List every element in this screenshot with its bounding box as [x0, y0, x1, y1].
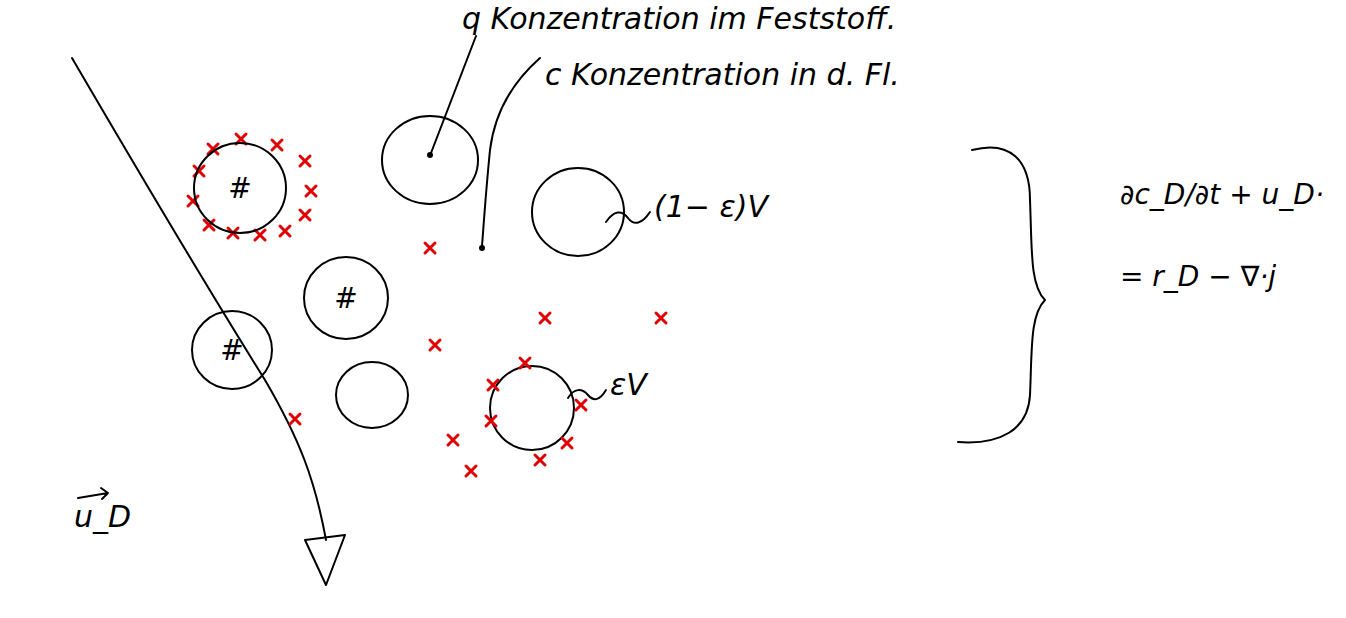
annotation-text: (1− ε)V: [654, 190, 768, 223]
annotation-text: ∂c_D/∂t + u_D·: [1120, 180, 1324, 211]
particle-circle: #: [192, 140, 288, 236]
particle-circle: #: [190, 308, 274, 392]
annotation-text: u_D: [74, 500, 131, 533]
annotation-text: q Konzentration im Feststoff.: [462, 2, 896, 35]
particle-circle: #: [302, 254, 390, 342]
annotation-text: εV: [610, 368, 647, 401]
particle-mark: #: [334, 282, 357, 315]
annotation-text: = r_D − ∇·j: [1120, 262, 1276, 293]
particle-mark: #: [228, 172, 251, 205]
particle-mark: #: [220, 334, 243, 367]
annotation-text: c Konzentration in d. Fl.: [545, 58, 900, 91]
